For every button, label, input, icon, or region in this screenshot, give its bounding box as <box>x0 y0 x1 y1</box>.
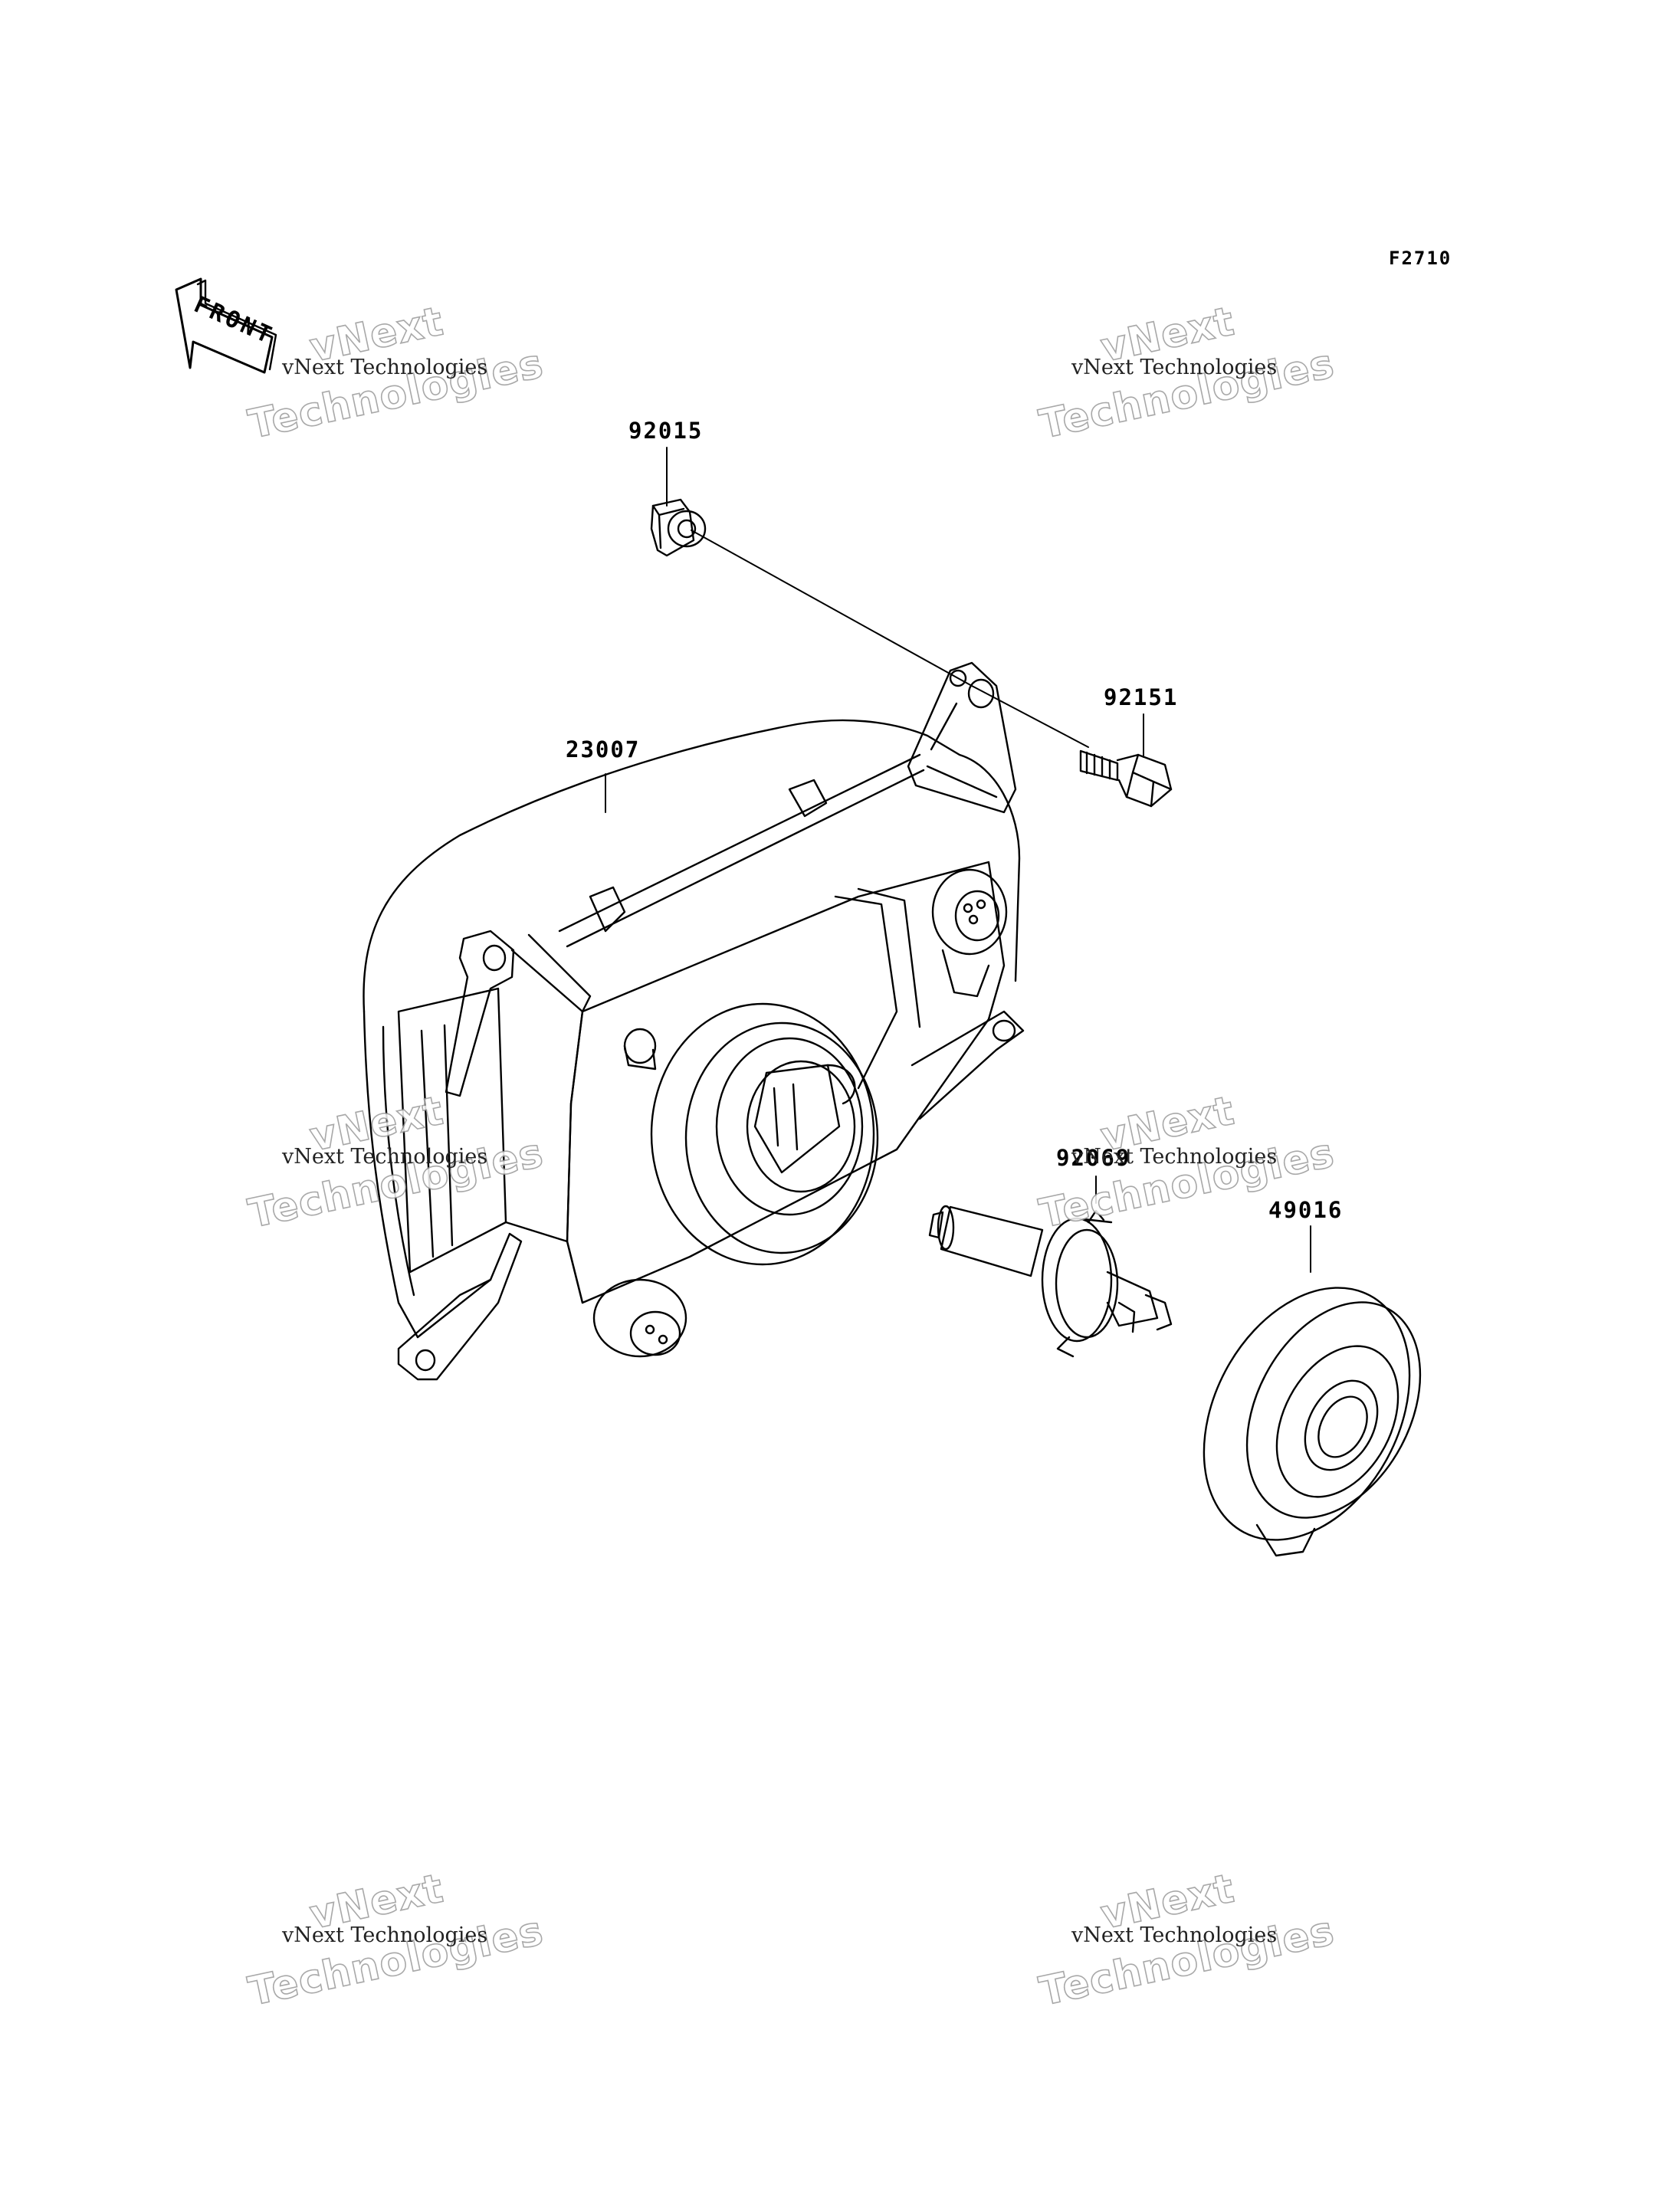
part-label-49016: 49016 <box>1268 1197 1344 1223</box>
part-92151-bolt <box>1079 749 1173 808</box>
part-label-92015: 92015 <box>628 418 704 444</box>
part-49016-cover <box>1203 1287 1422 1557</box>
leader-lines <box>605 447 1311 1273</box>
front-arrow-icon <box>175 277 277 374</box>
figure-code: F2710 <box>1389 248 1452 269</box>
part-92015-clip <box>650 498 707 557</box>
part-23007-headlight <box>363 661 1025 1381</box>
part-92069-bulb <box>928 1205 1173 1358</box>
part-label-23007: 23007 <box>566 736 641 762</box>
part-label-92151: 92151 <box>1104 684 1179 710</box>
part-label-92069: 92069 <box>1056 1145 1131 1171</box>
